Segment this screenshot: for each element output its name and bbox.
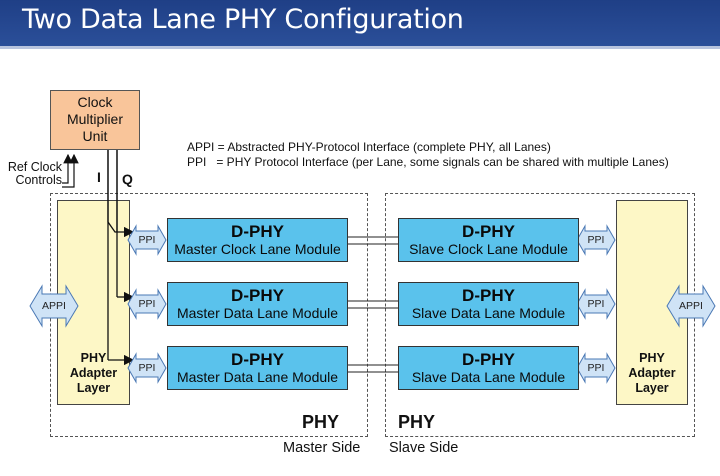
clock-multiplier-unit: Clock Multiplier Unit [50,90,140,150]
module-subtitle: Master Clock Lane Module [174,241,341,257]
slave-data-lane-module-1: D-PHY Slave Data Lane Module [398,282,579,326]
slave-ppi-label-2: PPI [587,298,605,310]
module-title: D-PHY [462,286,515,305]
master-adapter-line1: PHY [80,351,107,365]
slave-appi-label: APPI [679,300,703,312]
signal-i-label: I [97,169,101,185]
ref-clock-line1: Ref Clock [7,160,62,174]
slave-adapter-line2: Adapter [628,366,676,380]
slave-ppi-arrows [576,224,616,384]
slave-data-lane-module-2: D-PHY Slave Data Lane Module [398,346,579,390]
master-data-lane-module-1: D-PHY Master Data Lane Module [167,282,348,326]
module-subtitle: Slave Data Lane Module [411,369,566,385]
module-title: D-PHY [231,286,284,305]
master-adapter-line3: Layer [76,381,111,395]
clock-unit-line3: Unit [82,128,108,144]
controls-wire [62,153,79,188]
legend-ppi: PPI = PHY Protocol Interface (per Lane, … [187,155,669,169]
clock-unit-line1: Clock [77,94,113,110]
legend: APPI = Abstracted PHY-Protocol Interface… [187,140,669,170]
master-side-label: Master Side [283,440,361,456]
clock-arrow-lane1 [107,150,135,238]
slave-side-label: Slave Side [389,440,459,456]
slave-ppi-label-3: PPI [587,362,605,374]
module-title: D-PHY [462,222,515,241]
slave-adapter-line1: PHY [639,351,665,365]
master-clock-lane-module: D-PHY Master Clock Lane Module [167,218,348,262]
clock-unit-line2: Multiplier [66,111,123,127]
master-ppi-label-1: PPI [138,234,156,246]
title-bar: Two Data Lane PHY Configuration [0,0,720,46]
page-title: Two Data Lane PHY Configuration [22,4,464,35]
legend-appi: APPI = Abstracted PHY-Protocol Interface… [187,140,551,154]
slave-ppi-label-1: PPI [587,234,605,246]
master-phy-label: PHY [302,412,340,432]
master-adapter-line2: Adapter [69,366,118,380]
module-subtitle: Master Data Lane Module [176,305,339,321]
module-title: D-PHY [462,350,515,369]
ref-clock-line2: Controls [15,173,62,187]
module-subtitle: Slave Clock Lane Module [409,241,568,257]
master-appi-label: APPI [42,300,66,312]
master-ppi-label-2: PPI [138,298,156,310]
appi-arrows [29,284,716,328]
slave-adapter-line3: Layer [635,381,669,395]
module-title: D-PHY [231,350,284,369]
master-ppi-label-3: PPI [138,362,156,374]
lane-interconnects [348,236,398,373]
slave-phy-label: PHY [398,412,436,432]
module-subtitle: Slave Data Lane Module [411,305,566,321]
slave-clock-lane-module: D-PHY Slave Clock Lane Module [398,218,579,262]
title-underline [0,46,720,49]
module-subtitle: Master Data Lane Module [176,369,339,385]
master-data-lane-module-2: D-PHY Master Data Lane Module [167,346,348,390]
ref-clock-label: Ref Clock Controls [4,161,62,187]
signal-q-label: Q [122,171,133,187]
module-title: D-PHY [231,222,284,241]
ref-clock-wire [62,153,73,184]
master-ppi-arrows [127,224,167,384]
